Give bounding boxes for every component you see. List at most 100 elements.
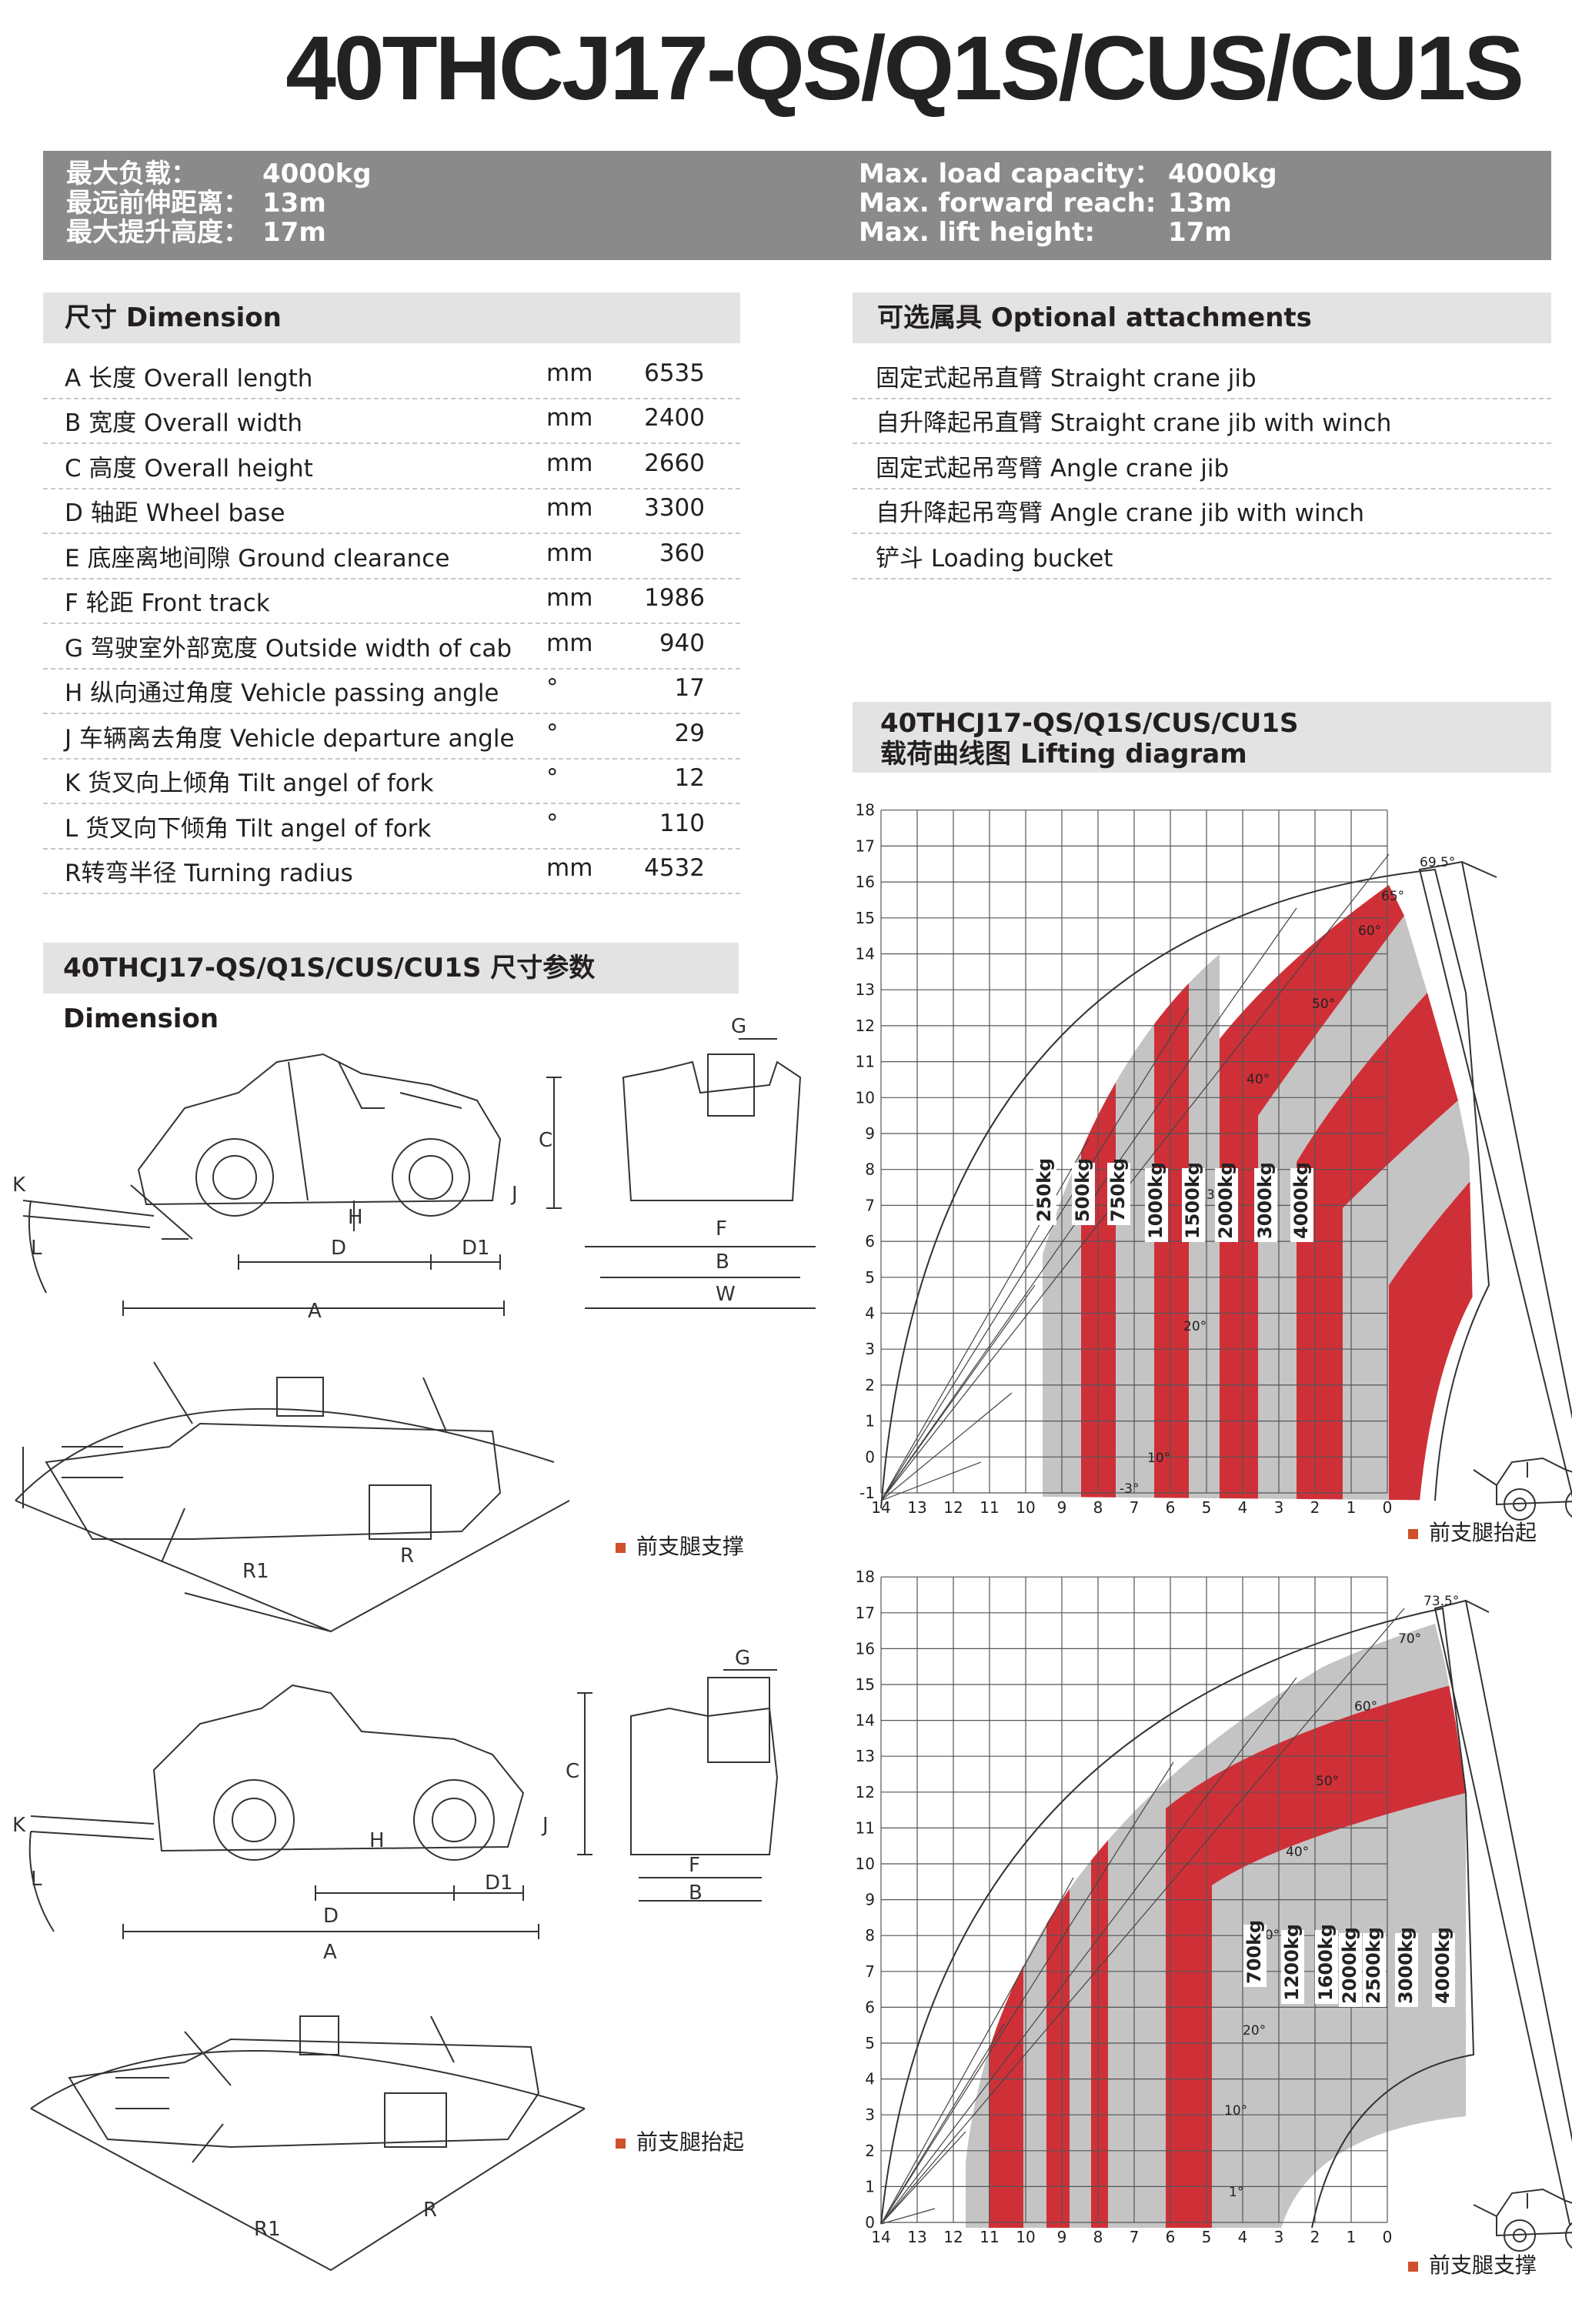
load-label-bg <box>1339 1933 1362 2007</box>
angle-ray <box>880 1284 1036 1501</box>
spec-cn-reach-value: 13m <box>262 188 326 219</box>
y-tick-label: 1 <box>865 1412 875 1431</box>
drawing-label-k: K <box>12 1174 26 1197</box>
note-chart2: 前支腿支撑 <box>1408 2249 1537 2279</box>
load-band <box>1116 870 1154 1501</box>
load-label-text: 4000kg <box>1290 1162 1312 1239</box>
row-label: B 宽度 Overall width <box>65 409 303 437</box>
spec-cn-height: 最大提升高度： <box>66 217 249 248</box>
y-tick-label: -1 <box>859 1484 875 1502</box>
lifting-diagram-heading: 40THCJ17-QS/Q1S/CUS/CU1S 载荷曲线图 Lifting d… <box>853 702 1551 773</box>
drawing-label-d1-2: D1 <box>485 1872 513 1895</box>
angle-label: 10° <box>1147 1451 1170 1466</box>
y-tick-label: 5 <box>865 1268 875 1287</box>
attachments-heading: 可选属具 Optional attachments <box>853 292 1551 343</box>
load-label: 1000kg <box>1145 1162 1168 1242</box>
wheel-hub <box>1513 1498 1527 1511</box>
x-tick-label: 14 <box>871 2228 890 2246</box>
side-view-outriggers-down <box>22 1038 816 1316</box>
drawing-label-r1-2: R1 <box>254 2218 281 2241</box>
x-tick-label: 7 <box>1130 1498 1140 1517</box>
row-value: 3300 <box>644 494 705 522</box>
drawing-label-b-2: B <box>689 1882 703 1905</box>
note-chart1: 前支腿抬起 <box>1408 1516 1537 1547</box>
load-label-bg <box>1315 1930 1338 2004</box>
row-label: C 高度 Overall height <box>65 454 313 482</box>
wheel-hub <box>1513 2229 1527 2242</box>
x-tick-label: 12 <box>943 2228 963 2246</box>
row-unit: mm <box>546 359 593 387</box>
telehandler-icon <box>1473 1457 1572 1521</box>
y-tick-label: 16 <box>856 1639 875 1658</box>
load-label: 4000kg <box>1290 1162 1313 1242</box>
dimension-drawing-heading: 40THCJ17-QS/Q1S/CUS/CU1S 尺寸参数 Dimension <box>43 943 739 1034</box>
lifting-heading-model: 40THCJ17-QS/Q1S/CUS/CU1S <box>880 708 1299 739</box>
bullet-icon <box>616 1542 626 1553</box>
load-label: 1500kg <box>1182 1162 1205 1242</box>
angle-ray <box>880 1392 1013 1501</box>
load-bands <box>1043 870 1474 1501</box>
load-label-text: 250kg <box>1033 1158 1055 1222</box>
load-band <box>1343 1100 1474 1501</box>
table-row: K 货叉向上倾角 Tilt angel of fork°12 <box>43 760 740 804</box>
angle-label: 70° <box>1398 1631 1421 1647</box>
y-tick-label: 10 <box>856 1088 875 1107</box>
y-tick-label: 5 <box>865 2034 875 2052</box>
boom <box>1433 1599 1572 2225</box>
page-title: 40THCJ17-QS/Q1S/CUS/CU1S <box>285 18 1524 119</box>
angle-ray <box>880 1761 1174 2225</box>
spec-en-reach: Max. forward reach: <box>859 188 1156 219</box>
list-item: 固定式起吊弯臂 Angle crane jib <box>853 444 1551 489</box>
drawing-label-r-2: R <box>423 2199 437 2222</box>
top-view-outriggers-down <box>15 1361 570 1633</box>
row-value: 2400 <box>644 404 705 432</box>
boom <box>1418 860 1572 1498</box>
load-label-bg <box>1432 1933 1455 2007</box>
x-tick-label: 1 <box>1347 1498 1357 1517</box>
spec-bar: 最大负载： 4000kg 最远前伸距离： 13m 最大提升高度： 17m Max… <box>43 151 1551 260</box>
x-tick-label: 4 <box>1238 2228 1248 2246</box>
angle-ray <box>880 853 1390 1501</box>
item-label: 铲斗 Loading bucket <box>876 544 1113 573</box>
load-label: 4000kg <box>1432 1927 1455 2007</box>
x-tick-label: 0 <box>1383 2228 1393 2246</box>
load-label-text: 750kg <box>1107 1158 1129 1222</box>
row-unit: ° <box>546 809 559 837</box>
x-tick-label: 10 <box>1016 2228 1035 2246</box>
load-label-text: 2000kg <box>1215 1162 1237 1239</box>
drawing-label-g: G <box>731 1015 746 1038</box>
load-label: 3000kg <box>1254 1162 1277 1242</box>
drawing-label-k-2: K <box>12 1814 26 1837</box>
row-unit: mm <box>546 539 593 567</box>
y-tick-label: 18 <box>856 801 875 820</box>
angle-label: 20° <box>1243 2023 1266 2039</box>
angle-label: 1° <box>1229 2185 1243 2200</box>
x-tick-label: 9 <box>1057 1498 1067 1517</box>
angle-ray <box>880 2023 1005 2225</box>
y-tick-label: 9 <box>865 1124 875 1143</box>
telehandler-body <box>1473 1457 1572 1506</box>
y-tick-label: 14 <box>856 1711 875 1730</box>
y-tick-label: 3 <box>865 2105 875 2124</box>
row-value: 360 <box>659 539 705 567</box>
x-tick-label: 11 <box>980 1498 999 1517</box>
load-band <box>1091 1608 1108 2228</box>
list-item: 铲斗 Loading bucket <box>853 534 1551 579</box>
spec-en-height: Max. lift height: <box>859 217 1095 248</box>
bullet-icon <box>616 2138 626 2149</box>
y-tick-label: 11 <box>856 1818 875 1837</box>
angle-label: 20° <box>1183 1319 1207 1334</box>
row-unit: mm <box>546 449 593 477</box>
note-outriggers-down-left: 前支腿支撑 <box>616 1530 744 1561</box>
load-label: 750kg <box>1107 1158 1130 1225</box>
load-band <box>1023 1608 1046 2228</box>
row-unit: ° <box>546 674 559 702</box>
x-tick-label: 6 <box>1166 2228 1176 2246</box>
drawing-label-h: H <box>348 1206 363 1229</box>
table-row: J 车辆离去角度 Vehicle departure angle°29 <box>43 714 740 760</box>
spec-en-load: Max. load capacity： <box>859 159 1161 189</box>
